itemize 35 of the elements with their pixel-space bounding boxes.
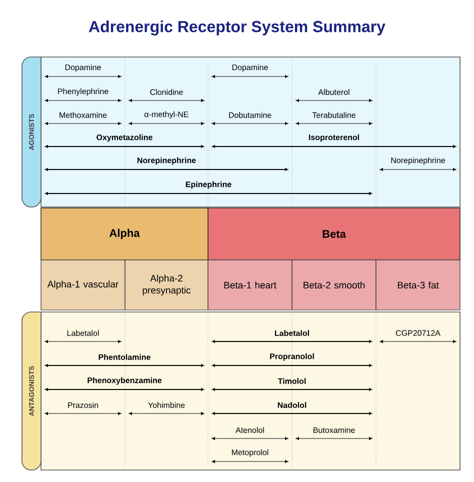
drug-label: Norepinephrine	[391, 157, 445, 165]
drug-label: Butoxamine	[314, 427, 355, 433]
subtype-cell: Beta-2 smooth	[292, 260, 376, 310]
title: Adrenergic Receptor System Summary	[88, 20, 386, 36]
drug-label: Albuterol	[318, 89, 350, 95]
drug-label: Isoproterenol	[308, 134, 359, 142]
drug-label: α-methyl-NE	[144, 111, 188, 119]
drug-label: Nadolol	[278, 402, 306, 408]
drug-label: Terabutaline	[312, 112, 356, 118]
drug-label: Propranolol	[270, 353, 314, 361]
drug-label: CGP20712A	[396, 330, 440, 336]
drug-label: Norepinephrine	[137, 157, 196, 165]
drug-label: Dopamine	[65, 64, 101, 72]
drug-label: Metoprolol	[232, 449, 268, 457]
drug-label: Phenylephrine	[58, 88, 108, 96]
drug-label: Dopamine	[232, 64, 268, 72]
drug-label: Methoxamine	[60, 112, 107, 118]
drug-label: Oxymetazoline	[96, 134, 152, 142]
subtype-cell: Alpha-2 presynaptic	[124, 260, 208, 310]
header-cell: Beta	[208, 208, 460, 260]
subtype-cell: Beta-3 fat	[376, 260, 460, 310]
drug-label: Prazosin	[68, 402, 98, 408]
drug-label: Clonidine	[150, 89, 183, 95]
drug-label: Phenoxybenzamine	[88, 377, 162, 385]
drug-label: Labetalol	[67, 330, 99, 336]
drug-label: Dobutamine	[229, 112, 272, 118]
drug-label: Phentolamine	[98, 354, 150, 360]
subtype-cell: Beta-1 heart	[208, 260, 292, 310]
drug-label: Timolol	[278, 378, 306, 384]
drug-label: Yohimbine	[148, 402, 185, 408]
drug-label: Epinephrine	[186, 181, 232, 189]
drug-label: Atenolol	[236, 427, 264, 433]
drug-label: Labetalol	[274, 330, 309, 336]
subtype-cell: Alpha-1 vascular	[40, 260, 126, 310]
header-cell: Alpha	[40, 208, 208, 260]
